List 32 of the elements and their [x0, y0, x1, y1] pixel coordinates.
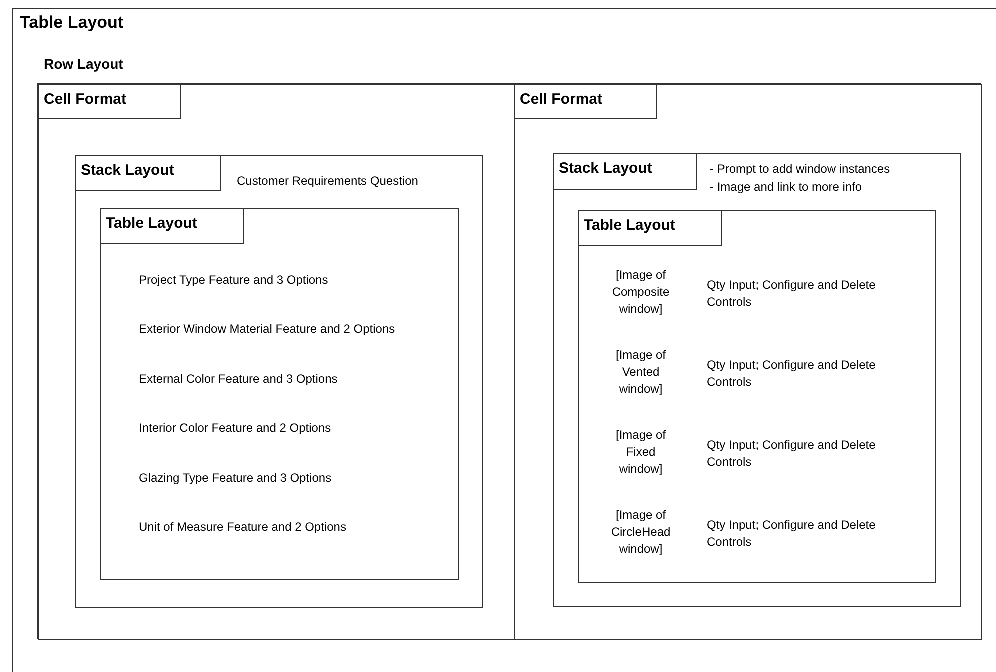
note-text: - Image and link to more info [710, 180, 862, 194]
feature-row-text: Project Type Feature and 3 Options [139, 273, 328, 287]
image-placeholder-text: [Image of Composite window] [611, 267, 671, 318]
control-description: Qty Input; Configure and Delete Controls [707, 277, 877, 311]
layout-panel [514, 84, 982, 640]
control-description: Qty Input; Configure and Delete Controls [707, 437, 877, 471]
header-tab: Table Layout [579, 211, 722, 246]
control-description: Qty Input; Configure and Delete Controls [707, 517, 877, 551]
layout-panel [553, 153, 961, 607]
feature-row-text: Unit of Measure Feature and 2 Options [139, 520, 346, 534]
header-tab: Stack Layout [76, 156, 221, 191]
layout-panel [75, 155, 483, 608]
image-placeholder-text: [Image of Fixed window] [614, 427, 668, 478]
control-description: Qty Input; Configure and Delete Controls [707, 357, 877, 391]
image-placeholder-text: [Image of Vented window] [614, 347, 668, 398]
feature-row-text: Interior Color Feature and 2 Options [139, 421, 332, 436]
layout-panel [38, 84, 515, 640]
section-heading: Row Layout [44, 56, 124, 72]
feature-row-text: External Color Feature and 3 Options [139, 372, 338, 386]
header-tab: Cell Format [39, 85, 181, 119]
layout-panel [100, 208, 459, 580]
feature-row-text: Glazing Type Feature and 3 Options [139, 470, 332, 485]
header-tab: Stack Layout [554, 154, 697, 190]
note-text: Customer Requirements Question [237, 174, 418, 188]
header-tab: Cell Format [515, 85, 657, 119]
header-tab: Table Layout [101, 209, 244, 244]
layout-panel [578, 210, 936, 583]
frame-heading: Table Layout [20, 13, 124, 33]
outer-frame [12, 8, 996, 672]
note-text: - Prompt to add window instances [710, 162, 890, 176]
image-placeholder-text: [Image of CircleHead window] [610, 507, 672, 558]
feature-row-text: Exterior Window Material Feature and 2 Options [139, 322, 396, 336]
